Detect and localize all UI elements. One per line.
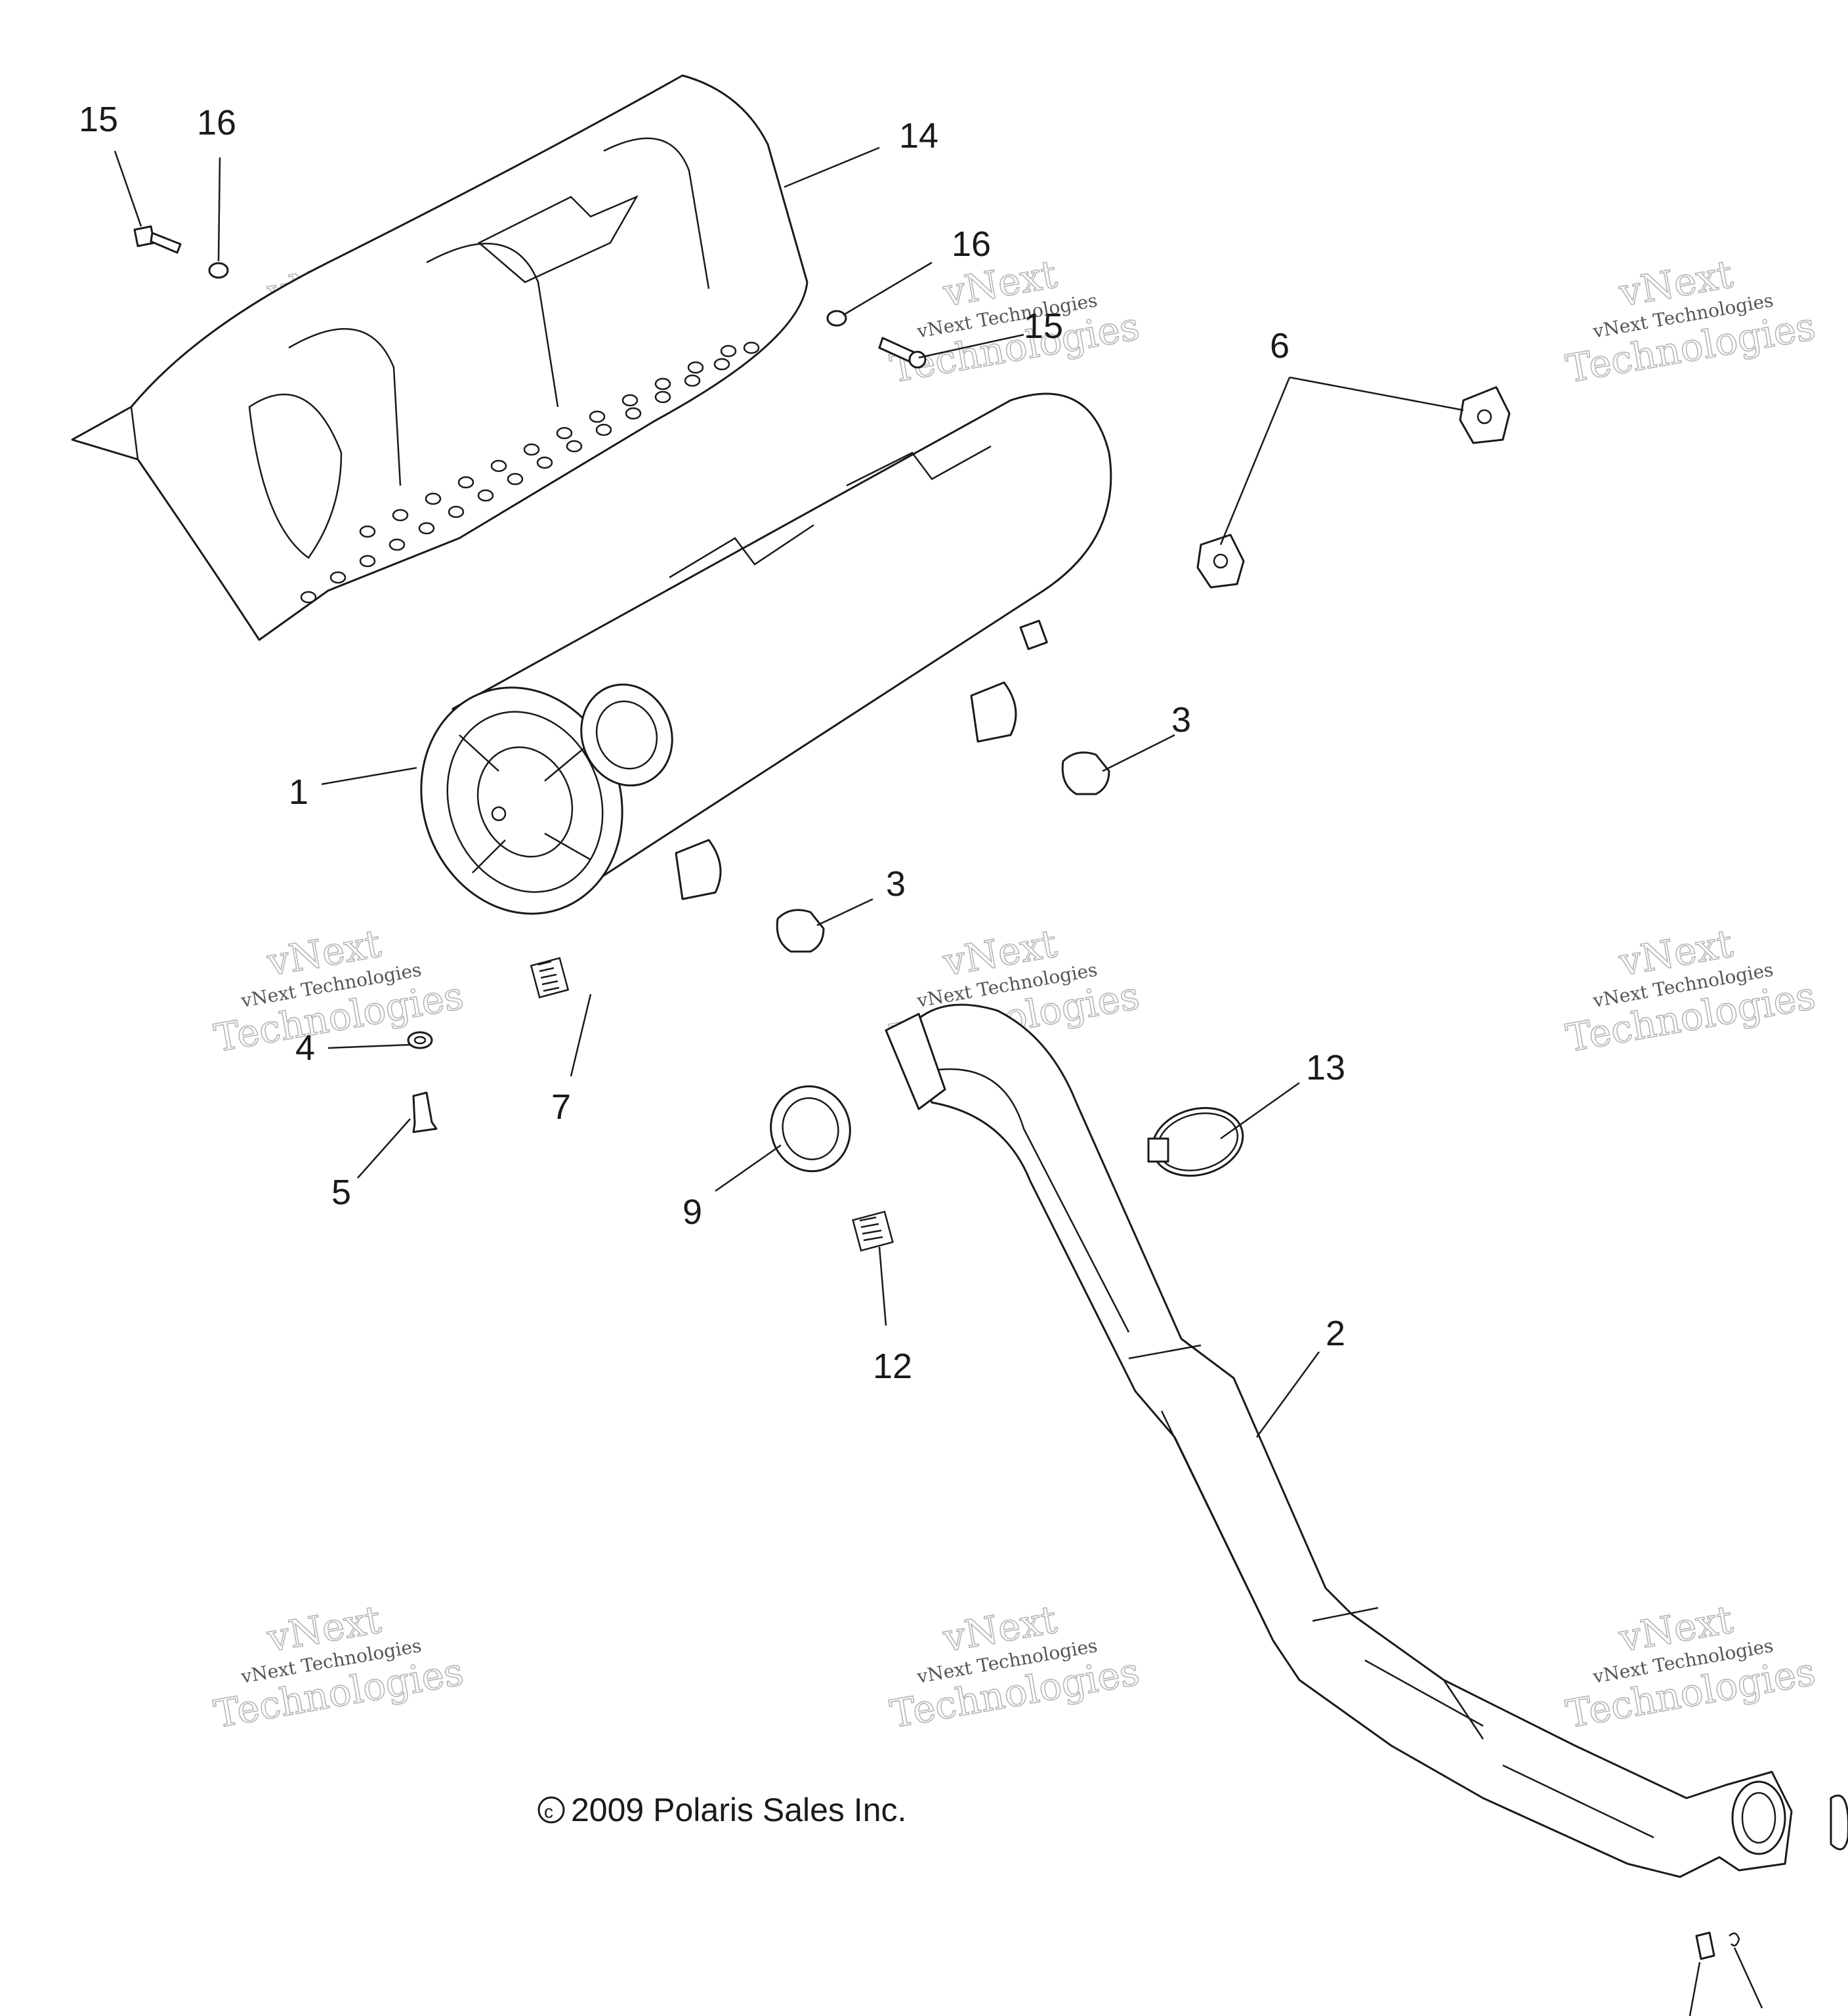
- callout-16-top-left: 16: [197, 103, 236, 142]
- copyright-notice: c 2009 Polaris Sales Inc.: [537, 1792, 906, 1828]
- bottom-hardware: [1695, 1931, 1740, 1960]
- callout-15-top-right: 15: [1024, 306, 1063, 346]
- watermark-top-right: vNext vNext Technologies Technologies: [1563, 251, 1819, 392]
- part-9-gasket: [770, 1085, 851, 1173]
- part-4-washer: [407, 1031, 433, 1049]
- callout-6: 6: [1270, 326, 1290, 366]
- part-12-spring: [852, 1210, 894, 1252]
- watermark-top-center: vNext vNext Technologies Technologies: [887, 251, 1143, 392]
- part-15-bolt-top-left: [133, 225, 182, 254]
- callout-12: 12: [873, 1347, 912, 1386]
- callout-14: 14: [899, 116, 938, 156]
- copyright-text: 2009 Polaris Sales Inc.: [571, 1792, 906, 1828]
- part-3-bushings: [776, 751, 1110, 953]
- callout-3-lower: 3: [886, 864, 906, 904]
- part-15-bolt-top-right: [878, 337, 927, 369]
- part-16-washer-top-right: [826, 310, 847, 327]
- watermark-bottom-left: vNext vNext Technologies Technologies: [211, 1597, 467, 1738]
- shield-vent-holes: [300, 341, 760, 604]
- callout-1: 1: [289, 772, 308, 812]
- part-2-head-pipe: [885, 1003, 1848, 1878]
- callout-2: 2: [1326, 1314, 1345, 1353]
- callout-16-top-right: 16: [952, 224, 991, 264]
- leader-lines: [114, 146, 1763, 2016]
- copyright-symbol-icon: [537, 1796, 565, 1824]
- callout-9: 9: [682, 1192, 702, 1232]
- part-13-clamp: [1147, 1106, 1244, 1177]
- callout-3-upper: 3: [1171, 700, 1191, 740]
- part-6-grommets: [1196, 386, 1511, 589]
- part-1-muffler: [420, 392, 1112, 915]
- part-7-spring: [530, 957, 570, 999]
- part-16-washer-top-left: [208, 262, 229, 279]
- callout-labels: 15 16 14 16 15 6 1 3 3 4 5 7 9 12 13 2: [79, 100, 1345, 1386]
- watermark-bottom-center: vNext vNext Technologies Technologies: [887, 1597, 1143, 1738]
- part-5-bolt: [412, 1091, 438, 1133]
- callout-15-top-left: 15: [79, 100, 118, 139]
- part-14-heat-shield: [71, 74, 808, 641]
- copyright-symbol-glyph: c: [544, 1801, 553, 1822]
- callout-5: 5: [331, 1173, 351, 1212]
- callout-4: 4: [295, 1028, 315, 1068]
- callout-7: 7: [551, 1087, 571, 1127]
- callout-13: 13: [1306, 1048, 1345, 1087]
- watermark-bottom-right: vNext vNext Technologies Technologies: [1563, 1597, 1819, 1738]
- watermark-mid-right: vNext vNext Technologies Technologies: [1563, 921, 1819, 1062]
